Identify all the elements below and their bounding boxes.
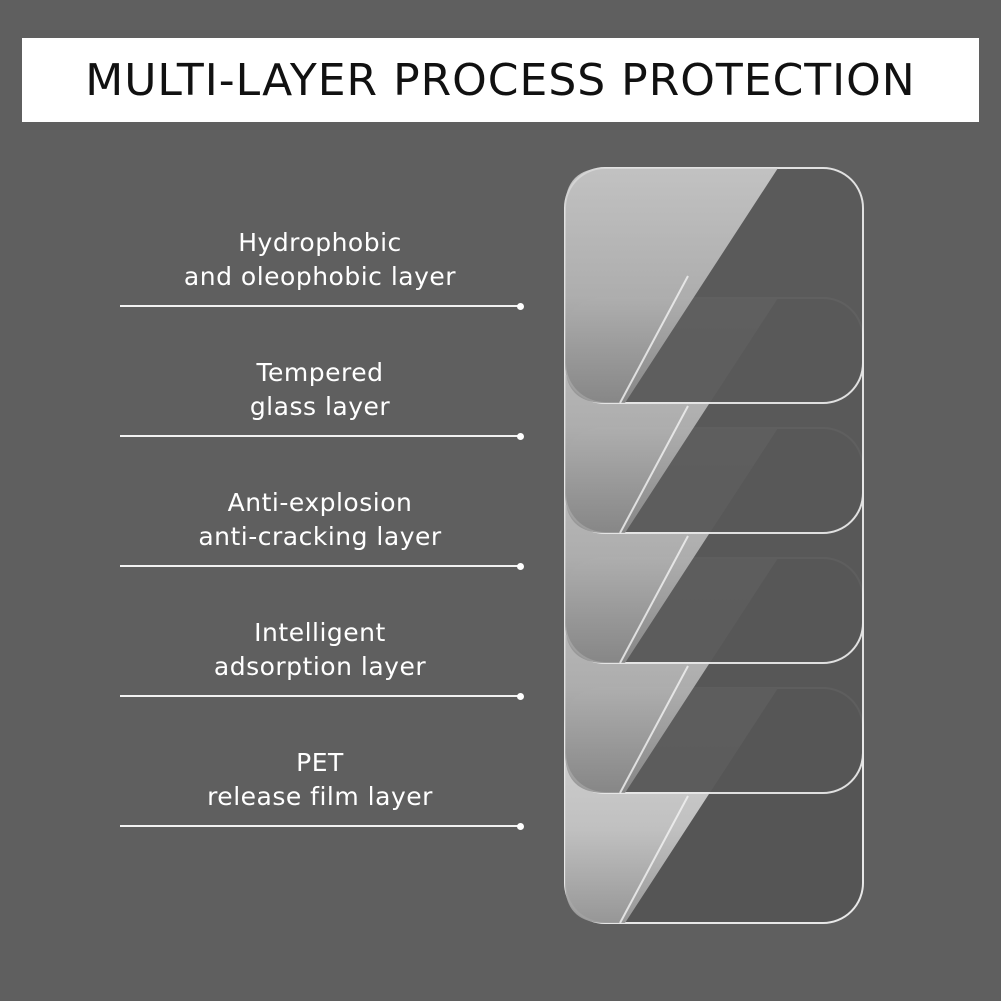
- leader-dot: [517, 303, 524, 310]
- layer-label-line: PET: [296, 748, 344, 777]
- layer-label-line: anti-cracking layer: [198, 522, 442, 551]
- layer-label-line: Tempered: [256, 358, 384, 387]
- layer-label-tempered: Tempered glass layer: [120, 356, 520, 424]
- leader-line: [120, 695, 518, 697]
- leader-dot: [517, 823, 524, 830]
- leader-line: [120, 825, 518, 827]
- layer-label-line: release film layer: [207, 782, 433, 811]
- layer-label-hydrophobic: Hydrophobic and oleophobic layer: [120, 226, 520, 294]
- layer-label-line: glass layer: [249, 392, 391, 421]
- layer-label-adsorption: Intelligent adsorption layer: [120, 616, 520, 684]
- layer-label-pet: PET release film layer: [120, 746, 520, 814]
- layer-label-line: Intelligent: [254, 618, 386, 647]
- leader-dot: [517, 433, 524, 440]
- layer-label-line: Anti-explosion: [227, 488, 413, 517]
- leader-dot: [517, 563, 524, 570]
- leader-line: [120, 305, 518, 307]
- layer-label-line: Hydrophobic: [238, 228, 402, 257]
- layer-label-line: adsorption layer: [213, 652, 427, 681]
- layer-label-line: and oleophobic layer: [183, 262, 457, 291]
- layer-label-anti-explosion: Anti-explosion anti-cracking layer: [120, 486, 520, 554]
- leader-line: [120, 435, 518, 437]
- title-banner: MULTI-LAYER PROCESS PROTECTION: [22, 38, 979, 122]
- glass-layer-hydrophobic: [564, 167, 864, 404]
- page-title: MULTI-LAYER PROCESS PROTECTION: [85, 54, 916, 106]
- leader-dot: [517, 693, 524, 700]
- leader-line: [120, 565, 518, 567]
- glass-layer-stack: [564, 167, 864, 924]
